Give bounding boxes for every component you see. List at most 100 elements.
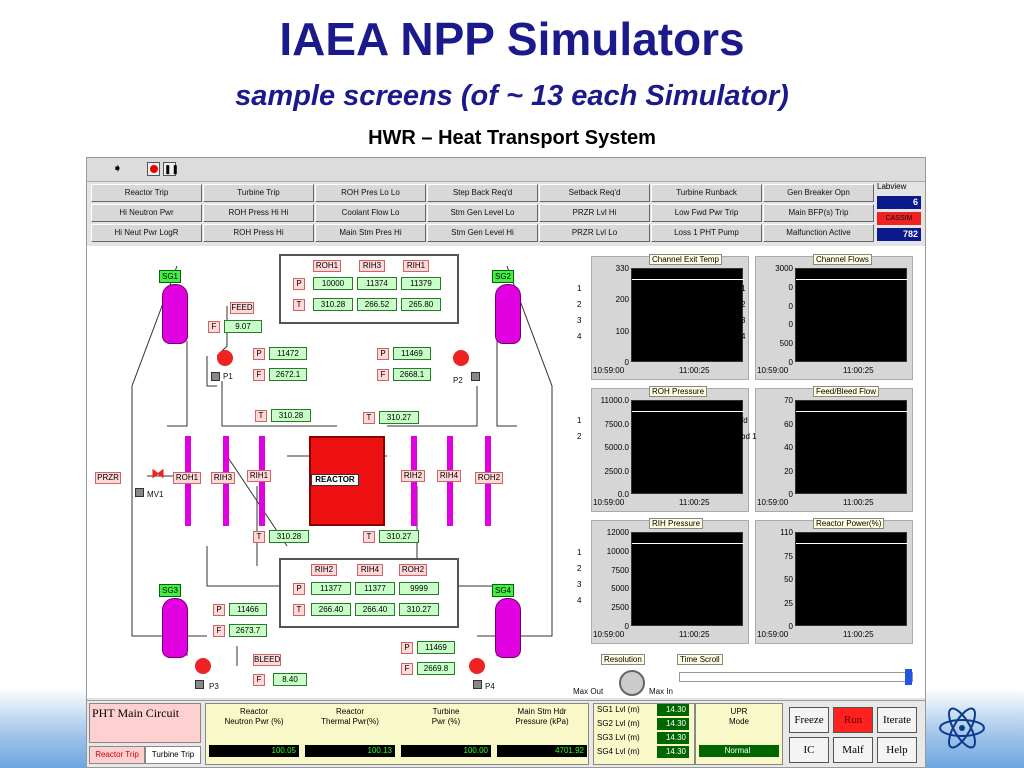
x-tick-start: 10:59:00 xyxy=(593,630,625,639)
sg-level-label: SG1 Lvl (m) xyxy=(597,705,640,714)
pump2-p-label: P xyxy=(377,348,389,360)
mv1-switch[interactable] xyxy=(135,488,144,497)
pump-4-switch[interactable] xyxy=(473,680,482,689)
alarm-tile[interactable]: Setback Req'd xyxy=(539,184,650,202)
labview-value-1: 6 xyxy=(877,196,921,209)
x-tick-start: 10:59:00 xyxy=(593,498,625,507)
steam-generator-3[interactable] xyxy=(162,598,188,658)
alarm-tile[interactable]: Stm Gen Level Lo xyxy=(427,204,538,222)
t-upper-right: 310.27 xyxy=(379,411,419,424)
pump-2-icon[interactable] xyxy=(453,350,469,366)
toolbar: ➧ ❚❚ xyxy=(87,158,925,182)
alarm-tile[interactable]: Loss 1 PHT Pump xyxy=(651,224,762,242)
chart-legend-entry: 1 xyxy=(577,284,582,293)
alarm-tile[interactable]: Reactor Trip xyxy=(91,184,202,202)
pump-3-icon[interactable] xyxy=(195,658,211,674)
heat-transport-diagram: SG1 SG2 SG3 SG4 ROH1 RIH3 RIH1 P 10000 1… xyxy=(87,246,925,698)
bot-t-1: 266.40 xyxy=(355,603,395,616)
bot-hdr-1: RIH4 xyxy=(357,564,383,576)
t-lower-left-label: T xyxy=(253,531,265,543)
alarm-tile[interactable]: Hi Neut Pwr LogR xyxy=(91,224,202,242)
y-tick-label: 75 xyxy=(784,551,793,561)
alarm-tile[interactable]: ROH Pres Lo Lo xyxy=(315,184,426,202)
alarm-tile[interactable]: Hi Neutron Pwr xyxy=(91,204,202,222)
value-header: Neutron Pwr (%) xyxy=(224,717,284,726)
resolution-knob[interactable] xyxy=(619,670,645,696)
help-button[interactable]: Help xyxy=(877,737,917,763)
alarm-tile[interactable]: Stm Gen Level Hi xyxy=(427,224,538,242)
top-hdr-1: RIH3 xyxy=(359,260,385,272)
steam-generator-4[interactable] xyxy=(495,598,521,658)
bot-t-label: T xyxy=(293,604,305,616)
y-tick-label: 0 xyxy=(788,358,793,367)
alarm-tile[interactable]: ROH Press Hi Hi xyxy=(203,204,314,222)
pump-2-switch[interactable] xyxy=(471,372,480,381)
slide-caption: HWR – Heat Transport System xyxy=(368,127,656,149)
steam-generator-2[interactable] xyxy=(495,284,521,344)
sg3-tag: SG3 xyxy=(159,584,181,597)
pump-1-switch[interactable] xyxy=(211,372,220,381)
alarm-tile[interactable]: Malfunction Active xyxy=(763,224,874,242)
y-tick-label: 5000 xyxy=(611,584,629,594)
pump1-pressure: 11472 xyxy=(269,347,307,360)
top-hdr-0: ROH1 xyxy=(313,260,341,272)
iterate-button[interactable]: Iterate xyxy=(877,707,917,733)
feed-f-label: F xyxy=(208,321,220,333)
mv1-valve-icon[interactable]: ⧓ xyxy=(151,465,165,481)
alarm-tile[interactable]: ROH Press Hi xyxy=(203,224,314,242)
top-p-2: 11379 xyxy=(401,277,441,290)
cassim-badge: CASSIM xyxy=(877,212,921,225)
pause-icon[interactable]: ❚❚ xyxy=(163,162,180,176)
chart-legend-entry: 2 xyxy=(577,432,582,441)
alarm-tile[interactable]: Low Fwd Pwr Trip xyxy=(651,204,762,222)
y-tick-label: 0 xyxy=(788,320,793,330)
time-scroll-slider[interactable] xyxy=(679,672,913,682)
alarm-tile[interactable]: Main BFP(s) Trip xyxy=(763,204,874,222)
slide-title: IAEA NPP Simulators xyxy=(279,13,745,65)
chart-legend-entry: 1 xyxy=(741,284,746,293)
tab-turbine-trip[interactable]: Turbine Trip xyxy=(145,746,201,764)
sg-level-value: 14.30 xyxy=(657,718,689,730)
freeze-button[interactable]: Freeze xyxy=(789,707,829,733)
stop-icon[interactable] xyxy=(147,162,160,176)
pump-1-icon[interactable] xyxy=(217,350,233,366)
alarm-tile[interactable]: Coolant Flow Lo xyxy=(315,204,426,222)
x-tick-start: 10:59:00 xyxy=(593,366,625,375)
time-scroll-thumb[interactable] xyxy=(905,669,912,685)
top-p-label: P xyxy=(293,278,305,290)
alarm-tile[interactable]: Turbine Runback xyxy=(651,184,762,202)
y-tick-label: 0 xyxy=(788,301,793,311)
sg-level-value: 14.30 xyxy=(657,732,689,744)
run-button[interactable]: Run xyxy=(833,707,873,733)
steam-generator-1[interactable] xyxy=(162,284,188,344)
pump-3-switch[interactable] xyxy=(195,680,204,689)
pump-3-label: P3 xyxy=(209,682,219,691)
arrow-run-icon[interactable]: ➧ xyxy=(112,161,123,175)
chart-series-line xyxy=(632,543,744,544)
ic-button[interactable]: IC xyxy=(789,737,829,763)
sg-level-label: SG2 Lvl (m) xyxy=(597,719,640,728)
bleed-flow-value: 8.40 xyxy=(273,673,307,686)
alarm-tile[interactable]: Main Stm Pres Hi xyxy=(315,224,426,242)
tab-reactor-trip[interactable]: Reactor Trip xyxy=(89,746,145,764)
chart-legend-entry: 2 xyxy=(577,564,582,573)
plant-value: 100.13 xyxy=(305,745,395,757)
chart-plot-area xyxy=(631,400,744,494)
alarm-tile[interactable]: Step Back Req'd xyxy=(427,184,538,202)
alarm-tile[interactable]: Gen Breaker Opn xyxy=(763,184,874,202)
sg-level-value: 14.30 xyxy=(657,746,689,758)
pump-4-icon[interactable] xyxy=(469,658,485,674)
alarm-tile[interactable]: PRZR Lvl Lo xyxy=(539,224,650,242)
sg-level-label: SG4 Lvl (m) xyxy=(597,747,640,756)
y-tick-label: 50 xyxy=(784,575,793,584)
malf-button[interactable]: Malf xyxy=(833,737,873,763)
hdr-label-rih1: RIH1 xyxy=(247,470,271,482)
upr-head-1: UPR xyxy=(730,707,748,716)
top-t-1: 266.52 xyxy=(357,298,397,311)
alarm-tile[interactable]: Turbine Trip xyxy=(203,184,314,202)
hdr-label-rih4: RIH4 xyxy=(437,470,461,482)
chart-series-line xyxy=(796,279,908,280)
alarm-tile[interactable]: PRZR Lvl Hi xyxy=(539,204,650,222)
x-tick-start: 10:59:00 xyxy=(757,366,789,375)
pump4-pressure: 11469 xyxy=(417,641,455,654)
